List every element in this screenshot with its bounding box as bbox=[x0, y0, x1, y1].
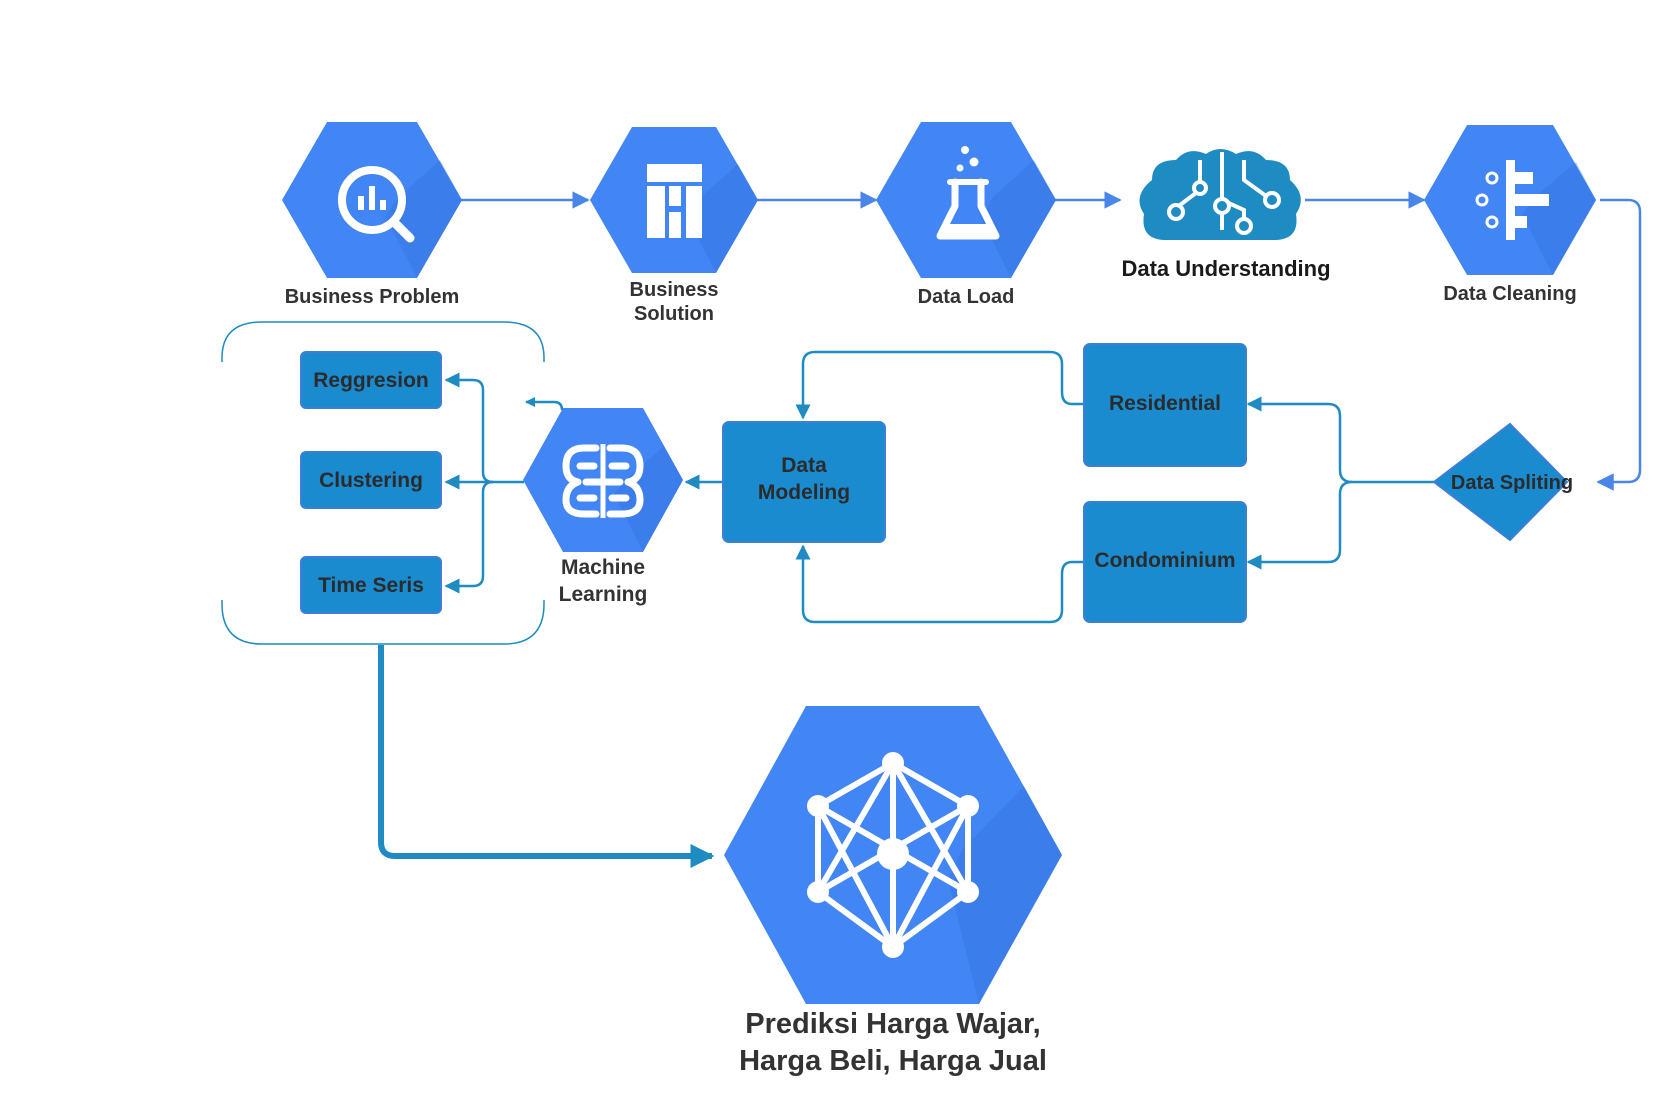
label-output-line-2: Harga Beli, Harga Jual bbox=[739, 1045, 1047, 1077]
node-machine-learning[interactable]: Machine Learning bbox=[523, 408, 683, 606]
flask-icon bbox=[936, 146, 1000, 240]
label-data-load: Data Load bbox=[918, 286, 1015, 308]
models-group-bracket bbox=[221, 321, 545, 645]
node-regression[interactable]: Reggresion bbox=[300, 351, 442, 409]
node-data-understanding[interactable]: Data Understanding bbox=[1121, 149, 1331, 281]
label-business-problem: Business Problem bbox=[285, 286, 460, 308]
brain-circuit-icon bbox=[1139, 149, 1301, 240]
label-data-modeling-1: Data bbox=[781, 454, 827, 477]
label-time-series: Time Seris bbox=[318, 574, 424, 597]
label-business-solution-1: Business bbox=[630, 279, 719, 301]
arrow-residential-to-modeling bbox=[795, 350, 1084, 420]
label-residential: Residential bbox=[1109, 392, 1221, 415]
node-residential[interactable]: Residential bbox=[1083, 343, 1247, 467]
label-machine-learning-1: Machine bbox=[561, 556, 645, 579]
arrow-ml-to-timeseries bbox=[444, 480, 494, 594]
node-output-prediction[interactable]: Prediksi Harga Wajar, Harga Beli, Harga … bbox=[724, 706, 1062, 1077]
node-business-problem[interactable]: Business Problem bbox=[282, 122, 462, 308]
label-regression: Reggresion bbox=[313, 369, 429, 392]
label-condominium: Condominium bbox=[1094, 549, 1235, 572]
label-data-cleaning: Data Cleaning bbox=[1443, 283, 1576, 305]
magnifier-chart-icon bbox=[338, 166, 415, 243]
node-data-cleaning[interactable]: Data Cleaning bbox=[1424, 125, 1596, 305]
filter-sliders-icon bbox=[1475, 160, 1549, 240]
arrow-ml-up bbox=[525, 397, 564, 411]
node-condominium[interactable]: Condominium bbox=[1083, 501, 1247, 623]
label-data-understanding: Data Understanding bbox=[1121, 256, 1330, 281]
brain-icon bbox=[562, 444, 644, 518]
label-clustering: Clustering bbox=[319, 469, 423, 492]
node-data-load[interactable]: Data Load bbox=[876, 122, 1056, 308]
arrow-spliting-to-residential bbox=[1246, 396, 1436, 484]
node-data-spliting[interactable]: Data Spliting bbox=[1432, 422, 1573, 542]
arrow-condominium-to-modeling bbox=[795, 544, 1084, 624]
arrow-spliting-to-condominium bbox=[1246, 480, 1353, 570]
solution-blocks-icon bbox=[647, 164, 702, 238]
arrow-ml-to-regression bbox=[444, 372, 524, 484]
arrow-models-to-output bbox=[378, 645, 715, 868]
node-data-modeling[interactable]: Data Modeling bbox=[722, 421, 886, 543]
connectors bbox=[378, 191, 1642, 868]
node-clustering[interactable]: Clustering bbox=[300, 451, 442, 509]
node-business-solution[interactable]: Business Solution bbox=[590, 127, 758, 325]
label-business-solution-2: Solution bbox=[634, 303, 714, 325]
label-data-spliting: Data Spliting bbox=[1451, 472, 1573, 494]
label-output-line-1: Prediksi Harga Wajar, bbox=[745, 1008, 1041, 1040]
arrow-cleaning-to-spliting bbox=[1596, 198, 1642, 491]
label-machine-learning-2: Learning bbox=[559, 583, 648, 606]
node-time-series[interactable]: Time Seris bbox=[300, 556, 442, 614]
label-data-modeling-2: Modeling bbox=[758, 481, 850, 504]
network-graph-icon bbox=[807, 752, 979, 958]
